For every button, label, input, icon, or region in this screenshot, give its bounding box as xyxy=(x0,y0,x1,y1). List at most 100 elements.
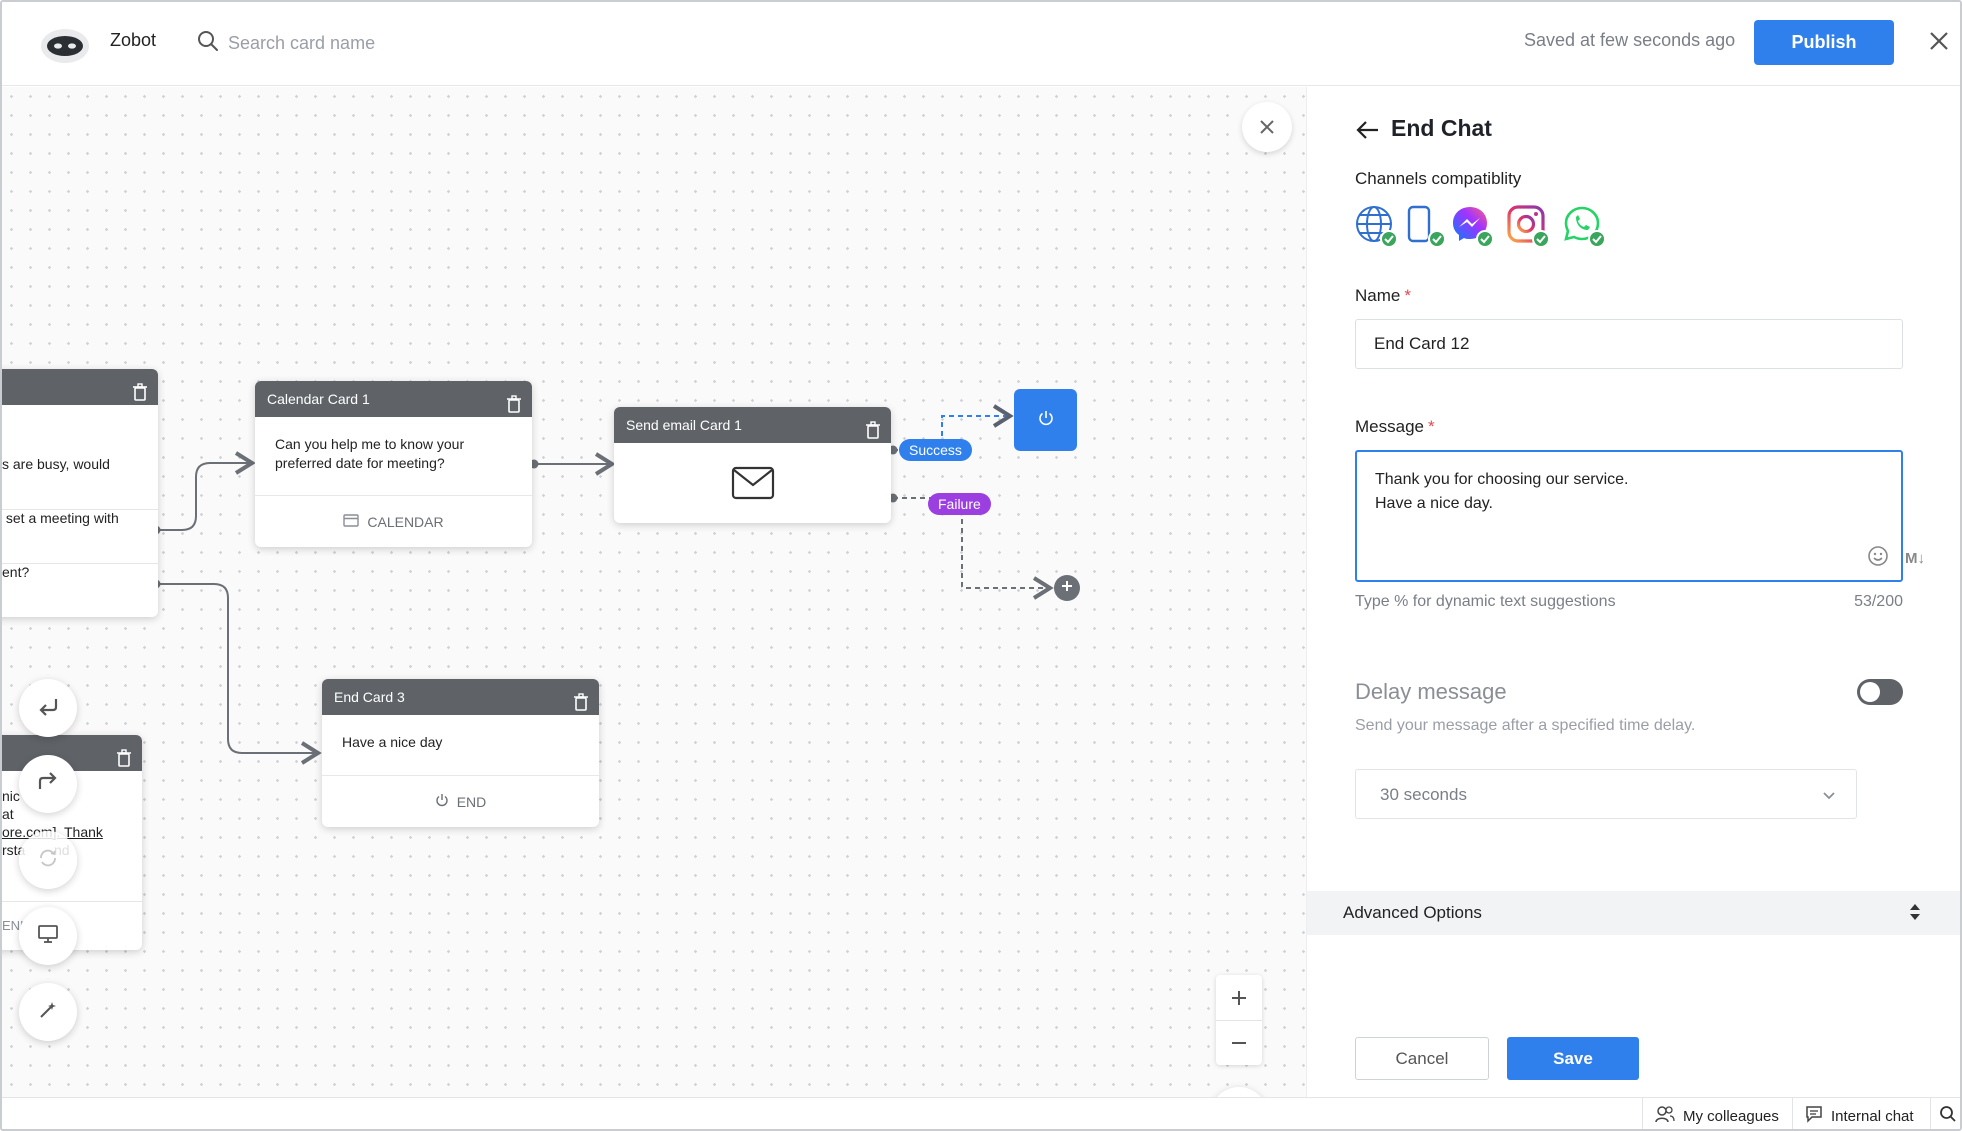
trash-icon[interactable] xyxy=(506,390,522,413)
sort-arrows-icon xyxy=(1907,901,1923,923)
messenger-icon xyxy=(1451,205,1495,249)
failure-edge-label: Failure xyxy=(928,493,991,515)
redo-icon xyxy=(36,771,60,798)
whatsapp-icon xyxy=(1563,205,1607,249)
refresh-icon xyxy=(37,847,59,874)
my-colleagues-button[interactable]: My colleagues xyxy=(1642,1098,1790,1129)
zobot-logo xyxy=(38,22,92,66)
add-node-button[interactable] xyxy=(1054,575,1080,601)
delay-message-title: Delay message xyxy=(1355,679,1507,704)
end-card[interactable]: End Card 3 Have a nice day END xyxy=(322,679,599,827)
card-title: End Card 3 xyxy=(334,689,405,705)
channels-label: Channels compatiblity xyxy=(1355,169,1522,188)
card-text-line: set a meeting with xyxy=(2,510,119,526)
internal-chat-button[interactable]: Internal chat xyxy=(1792,1098,1928,1129)
footer-search-button[interactable] xyxy=(1930,1098,1960,1129)
instagram-icon xyxy=(1507,205,1551,249)
publish-button[interactable]: Publish xyxy=(1754,20,1894,65)
delay-message-toggle[interactable] xyxy=(1857,679,1903,705)
preview-desktop-button[interactable] xyxy=(19,907,77,965)
name-label-text: Name xyxy=(1355,286,1401,305)
trash-icon[interactable] xyxy=(573,688,589,711)
divider xyxy=(2,509,158,510)
card-settings-panel: End Chat Channels compatiblity Name* Mes… xyxy=(1306,87,1960,1097)
card-title: Calendar Card 1 xyxy=(267,391,370,407)
plus-icon xyxy=(1060,579,1074,598)
rearrange-button[interactable] xyxy=(19,831,77,889)
power-icon xyxy=(1037,409,1055,432)
close-canvas-button[interactable] xyxy=(1242,102,1292,152)
card-text-line: at xyxy=(2,806,14,822)
card-message: Can you help me to know your preferred d… xyxy=(275,436,465,471)
trash-icon[interactable] xyxy=(865,416,881,439)
monitor-icon xyxy=(37,924,59,949)
chat-icon xyxy=(1805,1105,1823,1127)
emoji-icon[interactable] xyxy=(1867,545,1889,567)
send-email-card[interactable]: Send email Card 1 xyxy=(614,407,891,523)
name-input[interactable] xyxy=(1355,319,1903,369)
message-hint: Type % for dynamic text suggestions xyxy=(1355,593,1616,610)
character-counter: 53/200 xyxy=(1854,593,1903,610)
partial-card-top[interactable]: s are busy, would set a meeting with ent… xyxy=(2,369,158,617)
trash-icon[interactable] xyxy=(116,744,132,767)
success-edge-label: Success xyxy=(899,439,972,461)
message-line: Have a nice day. xyxy=(1375,495,1493,512)
my-colleagues-label: My colleagues xyxy=(1683,1107,1779,1125)
flow-connectors xyxy=(151,404,1054,765)
message-label-text: Message xyxy=(1355,417,1424,436)
zoom-out-button[interactable] xyxy=(1216,1020,1262,1065)
internal-chat-label: Internal chat xyxy=(1831,1107,1914,1125)
advanced-options-toggle[interactable]: Advanced Options xyxy=(1307,891,1960,935)
redo-button[interactable] xyxy=(19,755,77,813)
undo-icon xyxy=(36,695,60,722)
saved-status: Saved at few seconds ago xyxy=(1524,30,1736,50)
trash-icon[interactable] xyxy=(132,378,148,401)
mobile-icon xyxy=(1403,205,1447,249)
power-icon xyxy=(435,793,449,810)
calendar-card[interactable]: Calendar Card 1 Can you help me to know … xyxy=(255,381,532,547)
message-label: Message* xyxy=(1355,417,1435,436)
globe-icon xyxy=(1355,205,1399,249)
zoom-controls xyxy=(1216,975,1262,1065)
delay-duration-select[interactable]: 30 seconds xyxy=(1355,769,1857,819)
end-chat-node[interactable] xyxy=(1014,389,1077,451)
zoom-in-button[interactable] xyxy=(1216,975,1262,1020)
search-card-input[interactable] xyxy=(228,28,588,58)
cancel-button[interactable]: Cancel xyxy=(1355,1037,1489,1080)
markdown-icon[interactable]: M↓ xyxy=(1905,550,1925,567)
card-type-label: CALENDAR xyxy=(367,513,444,530)
undo-button[interactable] xyxy=(19,679,77,737)
name-label: Name* xyxy=(1355,286,1411,305)
top-bar: Zobot Saved at few seconds ago Publish xyxy=(2,2,1960,86)
card-text-line: nic xyxy=(2,788,20,804)
delay-duration-value: 30 seconds xyxy=(1380,785,1467,804)
bottom-bar: My colleagues Internal chat xyxy=(2,1097,1960,1129)
save-button[interactable]: Save xyxy=(1507,1037,1639,1080)
card-text-line: ore.com]. Thank xyxy=(2,824,103,840)
mail-icon xyxy=(614,443,891,523)
app-name: Zobot xyxy=(110,30,157,50)
message-textarea[interactable]: Thank you for choosing our service. Have… xyxy=(1355,450,1925,582)
card-text-line: s are busy, would xyxy=(2,456,110,472)
back-arrow-icon[interactable] xyxy=(1355,117,1381,143)
calendar-icon xyxy=(343,513,360,530)
card-title: Send email Card 1 xyxy=(626,417,742,433)
delay-message-subtitle: Send your message after a specified time… xyxy=(1355,717,1696,734)
magic-wand-button[interactable] xyxy=(19,983,77,1041)
message-line: Thank you for choosing our service. xyxy=(1375,471,1629,488)
panel-title: End Chat xyxy=(1391,115,1492,141)
preview-button[interactable] xyxy=(1210,1087,1268,1097)
card-text-line: ent? xyxy=(2,564,30,580)
chevron-down-icon xyxy=(1820,786,1838,804)
card-message: Have a nice day xyxy=(342,734,443,750)
flow-canvas[interactable]: s are busy, would set a meeting with ent… xyxy=(2,87,1306,1097)
card-type-label: END xyxy=(456,793,487,810)
search-icon xyxy=(196,29,220,53)
search-icon xyxy=(1939,1105,1957,1127)
people-icon xyxy=(1655,1105,1675,1127)
advanced-options-label: Advanced Options xyxy=(1343,903,1482,922)
close-icon[interactable] xyxy=(1926,28,1952,54)
toggle-knob xyxy=(1860,682,1880,702)
divider xyxy=(2,563,158,564)
